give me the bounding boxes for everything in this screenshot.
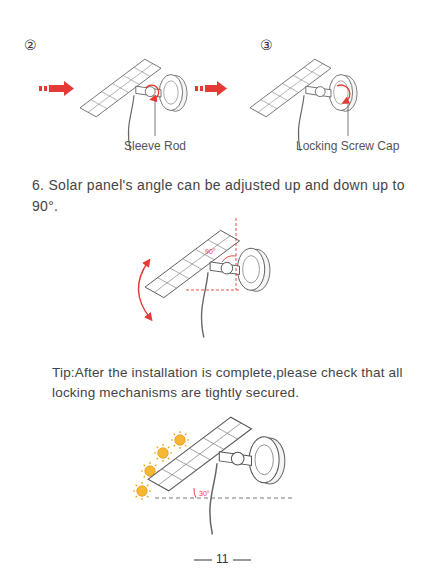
sun-angle-figure (155, 498, 292, 499)
sun-angle-figure (148, 417, 285, 534)
tip-text: Tip:After the installation is complete,p… (52, 363, 422, 403)
step-3-figure (205, 81, 227, 96)
sun-angle-figure (194, 488, 196, 498)
part-name: Locking Screw Cap (296, 139, 399, 154)
sun-angle-figure (133, 417, 292, 534)
angle-figure (138, 262, 150, 318)
angle-label: 90° (205, 247, 216, 256)
step-2-figure (146, 85, 159, 99)
sun-angle-figure (171, 431, 189, 449)
angle-figure (138, 218, 269, 338)
step-3-figure (200, 86, 203, 91)
step-3-figure (250, 59, 357, 151)
callout-number: ③ (260, 36, 273, 54)
page-number: 11 (216, 552, 228, 567)
step-2-figure (80, 59, 187, 151)
angle-figure (236, 218, 237, 290)
step-2-figure (49, 81, 74, 96)
sun-angle-figure (133, 482, 151, 500)
step-2-figure (39, 86, 42, 91)
step-3-figure (337, 85, 350, 102)
angle-figure (145, 230, 270, 337)
step-3-figure (348, 104, 349, 136)
sun-angle-figure (154, 444, 172, 462)
step-3-figure (195, 59, 357, 151)
part-name: Sleeve Rod (124, 139, 186, 154)
page-number-rules (233, 560, 251, 561)
step-2-figure (155, 100, 156, 136)
step-3-figure (195, 86, 198, 91)
angle-figure (222, 256, 236, 262)
angle-figure (186, 290, 240, 291)
page-number-rules (194, 560, 212, 561)
step-2-figure (44, 86, 47, 91)
step-text: 6. Solar panel's angle can be adjusted u… (32, 175, 427, 217)
step-2-figure (39, 59, 187, 151)
callout-number: ② (24, 36, 37, 54)
angle-label: 30° (199, 489, 210, 498)
